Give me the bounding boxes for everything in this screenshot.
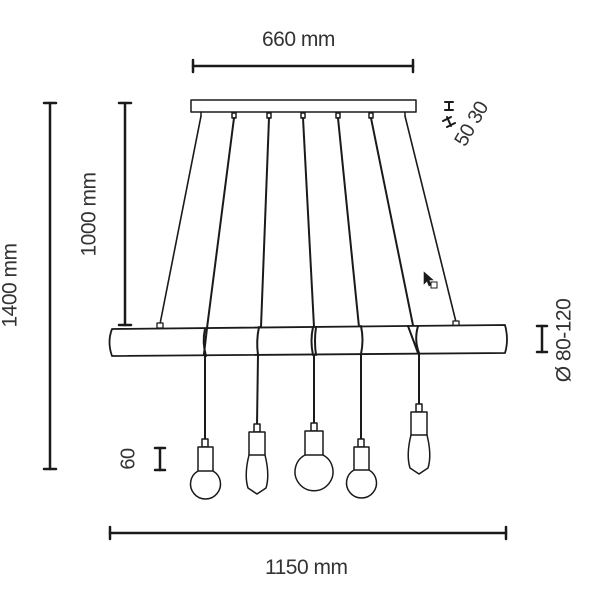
canopy (190, 99, 417, 119)
total-height-dimension (42, 101, 58, 471)
suspension-cables (159, 115, 457, 325)
total-height-label: 1400 mm (0, 243, 22, 328)
pendant-bulb-2 (245, 423, 269, 495)
pendant-bulb-3 (294, 422, 334, 492)
beam-length-dimension (108, 525, 508, 541)
socket-height-label: 60 (117, 448, 140, 470)
beam-length-label: 1150 mm (265, 556, 348, 579)
mouse-cursor-icon (423, 271, 438, 289)
cord-wraps (202, 325, 420, 357)
drop-length-dimension (117, 101, 133, 327)
canopy-width-dimension (191, 58, 415, 74)
pendant-cords-lower (204, 352, 420, 441)
canopy-width-label: 660 mm (262, 28, 335, 51)
wooden-beam (108, 324, 508, 357)
pendant-cords-upper (206, 117, 419, 351)
pendant-bulb-4 (345, 438, 378, 499)
socket-height-indicator (153, 446, 167, 472)
beam-diameter-label: Ø 80-120 (552, 298, 576, 383)
drop-length-label: 1000 mm (77, 172, 101, 257)
pendant-bulb-5 (407, 403, 431, 475)
canopy-height-indicator (442, 101, 456, 128)
pendant-bulb-1 (189, 438, 222, 500)
beam-diameter-indicator (535, 324, 549, 354)
